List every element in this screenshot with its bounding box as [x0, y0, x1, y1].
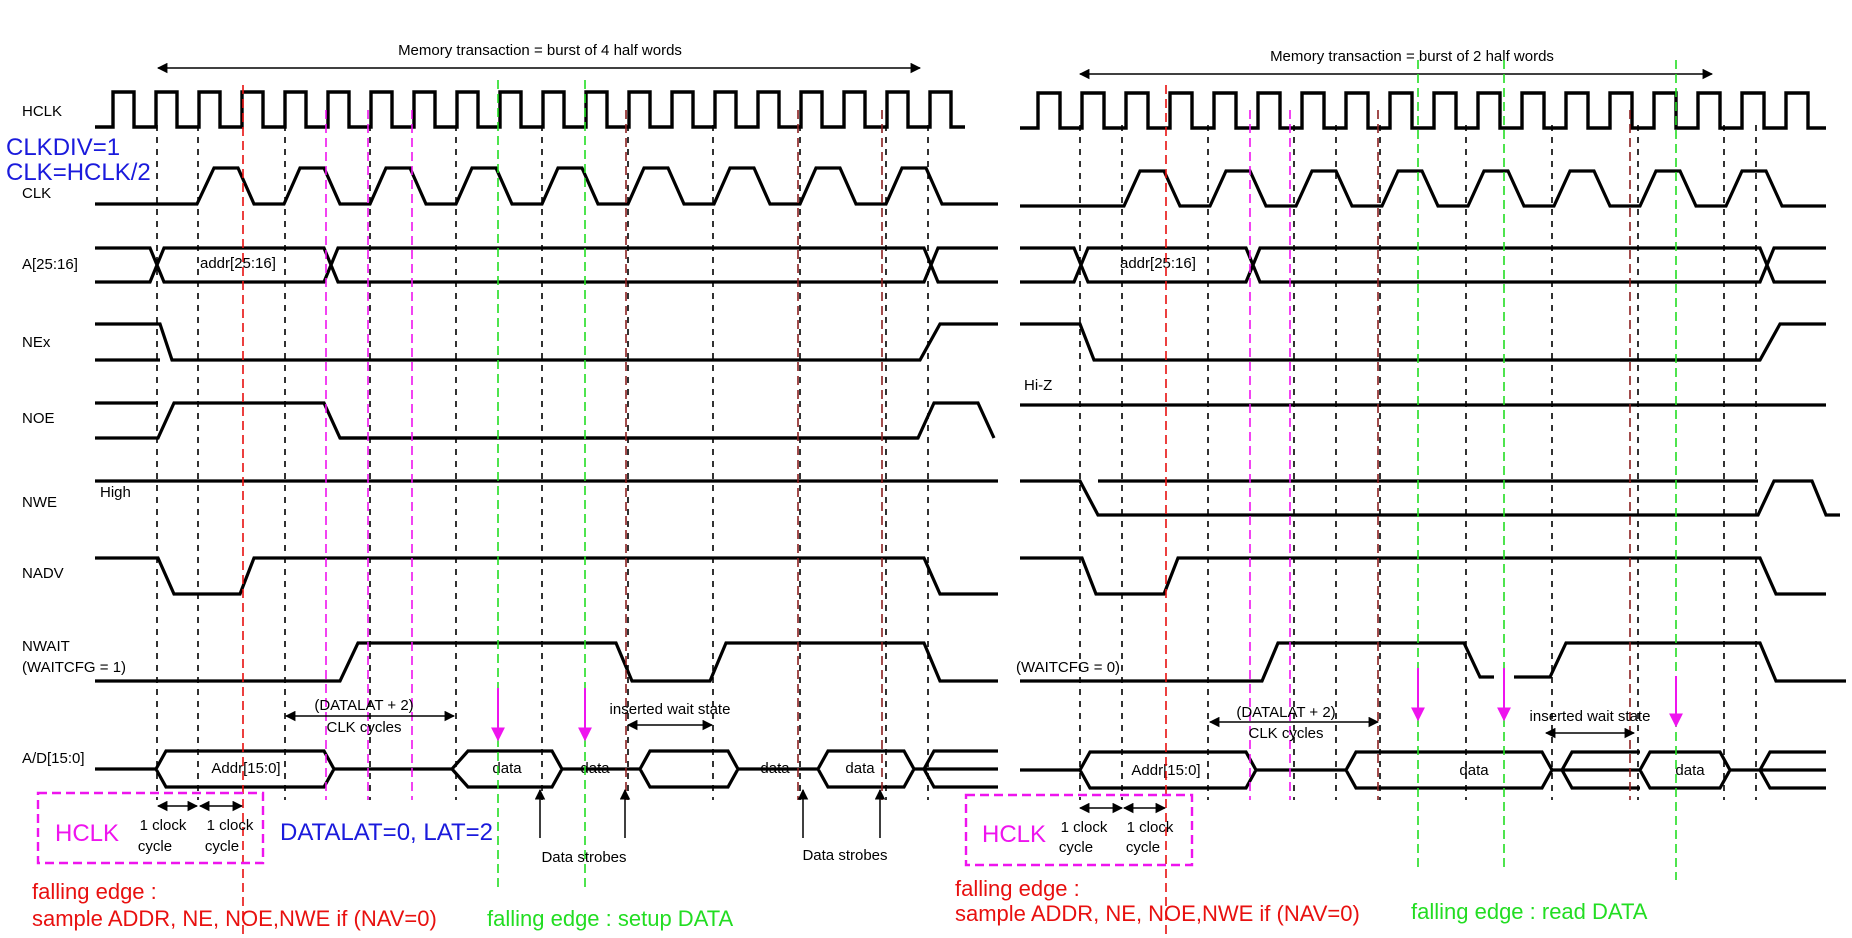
right-falling-1: falling edge :: [955, 876, 1080, 901]
left-black-guides: [156, 125, 929, 800]
right-data-1: data: [1459, 762, 1489, 779]
right-datalat-line1: (DATALAT + 2): [1236, 704, 1335, 721]
left-clk-wave: [95, 166, 998, 206]
left-data-2: data: [580, 760, 610, 777]
left-addr-lo: Addr[15:0]: [211, 760, 280, 777]
left-nadv-wave: [95, 556, 998, 596]
right-green-guides: [1417, 60, 1677, 880]
right-cycle1-b: cycle: [1059, 839, 1093, 856]
right-data-2: data: [1675, 762, 1705, 779]
left-label-clk: CLK: [22, 185, 51, 202]
left-label-ad: A/D[15:0]: [22, 750, 85, 767]
right-transaction-title: Memory transaction = burst of 2 half wor…: [1270, 48, 1554, 65]
left-darkred-guides: [625, 110, 883, 800]
right-waitcfg: (WAITCFG = 0): [1016, 659, 1120, 676]
left-green-guides: [497, 80, 586, 890]
right-nwait-wave: [1020, 641, 1846, 683]
left-cycle2-a: 1 clock: [207, 817, 254, 834]
left-label-nadv: NADV: [22, 565, 64, 582]
right-hclk-box: [964, 793, 1194, 867]
right-black-guides: [1079, 125, 1757, 800]
right-nex-wave: [1020, 322, 1826, 362]
left-label-noe: NOE: [22, 410, 55, 427]
right-addr-lo: Addr[15:0]: [1131, 762, 1200, 779]
left-strobes-2: Data strobes: [802, 847, 887, 864]
right-addr-hi: addr[25:16]: [1120, 255, 1196, 272]
left-data-4: data: [845, 760, 875, 777]
left-hclk-box-label: HCLK: [55, 820, 119, 847]
right-ad-bus: [1020, 750, 1826, 790]
left-datalat-line1: (DATALAT + 2): [314, 697, 413, 714]
left-magenta-guides: [325, 110, 413, 800]
right-hclk-wave: [1020, 91, 1826, 130]
left-data-1: data: [492, 760, 522, 777]
left-hclk-wave: [95, 90, 965, 129]
right-nadv-wave: [1020, 556, 1826, 596]
right-clk-wave: [1020, 169, 1826, 208]
left-label-clkdiv: CLKDIV=1: [6, 134, 120, 161]
left-label-waitcfg: (WAITCFG = 1): [22, 659, 126, 676]
right-nwe-wave: [1020, 479, 1840, 517]
right-darkred-guides: [1377, 110, 1631, 800]
left-lat-note: DATALAT=0, LAT=2: [280, 819, 493, 846]
left-cycle1-b: cycle: [138, 838, 172, 855]
left-falling-green: falling edge : setup DATA: [487, 906, 734, 931]
left-addr-hi: addr[25:16]: [200, 255, 276, 272]
left-transaction-title: Memory transaction = burst of 4 half wor…: [398, 42, 682, 59]
left-falling-1: falling edge :: [32, 879, 157, 904]
left-label-nwait: NWAIT: [22, 638, 70, 655]
right-hclk-box-label: HCLK: [982, 821, 1046, 848]
right-magenta-guides: [1249, 110, 1291, 800]
left-a-bus: [95, 246, 998, 284]
left-data-3: data: [760, 760, 790, 777]
right-falling-green: falling edge : read DATA: [1411, 899, 1648, 924]
left-falling-2: sample ADDR, NE, NOE,NWE if (NAV=0): [32, 906, 437, 931]
left-diagram: Memory transaction = burst of 4 half wor…: [6, 42, 998, 938]
left-label-hclk: HCLK: [22, 103, 62, 120]
left-cycle2-b: cycle: [205, 838, 239, 855]
left-ad-bus: [95, 749, 998, 789]
left-label-clkrel: CLK=HCLK/2: [6, 159, 151, 186]
left-nwe-state: High: [100, 484, 131, 501]
left-nwait-wave: [95, 641, 998, 683]
left-datalat-line2: CLK cycles: [326, 719, 401, 736]
left-strobes-1: Data strobes: [541, 849, 626, 866]
right-cycle1-a: 1 clock: [1061, 819, 1108, 836]
left-nex-wave: [95, 322, 998, 362]
right-cycle2-b: cycle: [1126, 839, 1160, 856]
left-hclk-box: [36, 791, 265, 865]
left-label-nwe: NWE: [22, 494, 57, 511]
right-hiz: Hi-Z: [1024, 377, 1052, 394]
left-noe-wave: [95, 401, 996, 440]
left-label-a: A[25:16]: [22, 256, 78, 273]
left-label-nex: NEx: [22, 334, 51, 351]
right-falling-2: sample ADDR, NE, NOE,NWE if (NAV=0): [955, 901, 1360, 926]
right-cycle2-a: 1 clock: [1127, 819, 1174, 836]
right-wait-state: inserted wait state: [1530, 708, 1651, 725]
right-a-bus: [1020, 246, 1826, 284]
left-wait-state: inserted wait state: [610, 701, 731, 718]
left-cycle1-a: 1 clock: [140, 817, 187, 834]
right-datalat-line2: CLK cycles: [1248, 725, 1323, 742]
right-diagram: Memory transaction = burst of 2 half wor…: [955, 48, 1846, 938]
